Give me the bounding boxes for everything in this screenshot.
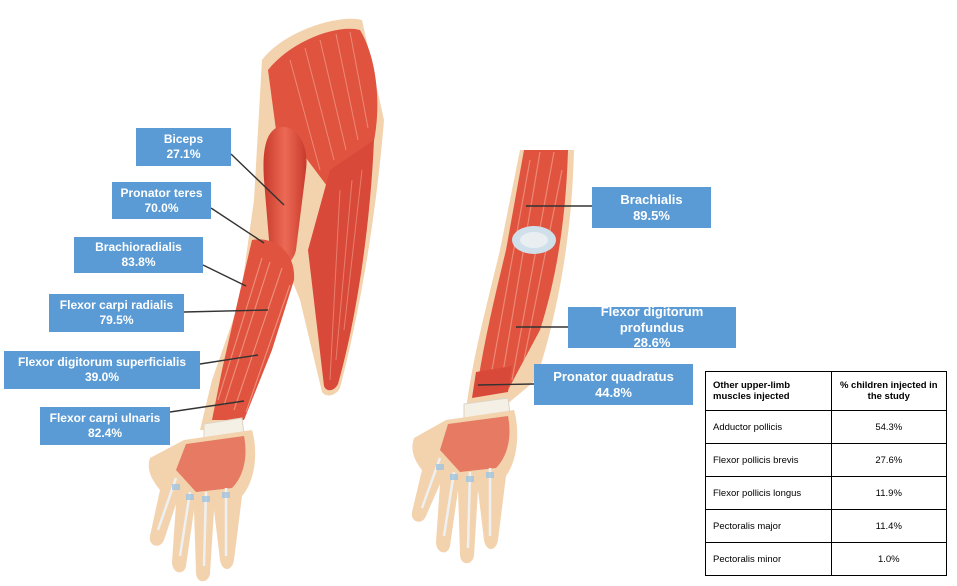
label-brachialis-name: Brachialis [620, 191, 683, 207]
table-cell-muscle: Pectoralis major [705, 509, 832, 543]
leader-line-flexor-carpi-radialis [183, 309, 269, 313]
label-flexor-carpi-radialis-value: 79.5% [99, 313, 134, 327]
table-header-percent: % children injected in the study [830, 371, 948, 411]
table-cell-percent: 11.4% [830, 509, 948, 543]
table-row: Adductor pollicis 54.3% [705, 410, 948, 444]
label-flexor-carpi-ulnaris-value: 82.4% [87, 426, 123, 440]
label-brachioradialis-value: 83.8% [121, 255, 156, 269]
deltoid-fibers [289, 31, 369, 171]
leader-line-flexor-carpi-ulnaris [169, 400, 245, 413]
right-palm-muscles [440, 416, 510, 472]
triceps-muscle [308, 140, 374, 391]
label-flexor-digitorum-profundus: Flexor digitorum profundus 28.6% [568, 303, 736, 351]
leader-line-biceps [230, 153, 285, 206]
label-pronator-quadratus-value: 44.8% [595, 384, 632, 400]
table-row: Pectoralis minor 1.0% [705, 542, 948, 576]
table-header-muscle: Other upper-limb muscles injected [705, 371, 832, 411]
table-cell-muscle: Adductor pollicis [705, 410, 832, 444]
right-finger-tendons [420, 457, 492, 549]
table-header-row: Other upper-limb muscles injected % chil… [705, 371, 948, 411]
left-forearm-muscles [212, 239, 295, 420]
label-pronator-teres-value: 70.0% [144, 200, 179, 215]
right-knuckle-marks [436, 464, 494, 482]
label-brachialis-value: 89.5% [633, 207, 670, 223]
right-arm-muscles [476, 150, 568, 396]
label-pronator-teres: Pronator teres 70.0% [112, 182, 211, 219]
label-flexor-carpi-ulnaris: Flexor carpi ulnaris 82.4% [40, 407, 170, 445]
triceps-fibers [329, 169, 363, 381]
right-arm-illustration [411, 150, 574, 564]
table-row: Flexor pollicis brevis 27.6% [705, 443, 948, 477]
left-knuckle-marks [172, 484, 230, 502]
other-muscles-table: Other upper-limb muscles injected % chil… [705, 371, 948, 576]
label-pronator-teres-name: Pronator teres [120, 185, 203, 200]
label-biceps-value: 27.1% [166, 147, 201, 161]
label-biceps: Biceps 27.1% [136, 128, 231, 166]
label-flexor-digitorum-profundus-name: Flexor digitorum profundus [600, 303, 704, 335]
label-flexor-carpi-ulnaris-name: Flexor carpi ulnaris [49, 411, 161, 426]
table-cell-percent: 11.9% [830, 476, 948, 510]
left-palm-muscles [176, 436, 246, 492]
table-cell-percent: 54.3% [830, 410, 948, 444]
label-flexor-digitorum-superficialis-value: 39.0% [84, 370, 120, 384]
table-row: Pectoralis major 11.4% [705, 509, 948, 543]
right-elbow-bone [520, 232, 548, 248]
table-cell-muscle: Flexor pollicis brevis [705, 443, 832, 477]
left-arm-illustration [148, 18, 384, 582]
leader-line-pronator-quadratus [477, 383, 535, 386]
label-flexor-digitorum-profundus-value: 28.6% [633, 335, 671, 351]
table-cell-muscle: Pectoralis minor [705, 542, 832, 576]
right-arm-fibers [487, 151, 563, 393]
label-flexor-digitorum-superficialis-name: Flexor digitorum superficialis [17, 355, 187, 370]
table-cell-percent: 27.6% [830, 443, 948, 477]
label-brachioradialis-name: Brachioradialis [95, 240, 182, 255]
leader-line-flexor-digitorum-superficialis [199, 354, 259, 365]
leader-line-pronator-teres [210, 207, 265, 244]
label-pronator-quadratus-name: Pronator quadratus [553, 368, 674, 384]
label-pronator-quadratus: Pronator quadratus 44.8% [534, 364, 693, 405]
label-flexor-digitorum-superficialis: Flexor digitorum superficialis 39.0% [4, 351, 200, 389]
leader-lines [169, 153, 592, 413]
label-brachioradialis: Brachioradialis 83.8% [74, 237, 203, 273]
leader-line-brachioradialis [202, 264, 247, 287]
table-cell-muscle: Flexor pollicis longus [705, 476, 832, 510]
biceps-muscle [263, 126, 307, 265]
label-brachialis: Brachialis 89.5% [592, 187, 711, 228]
deltoid-muscle [268, 28, 378, 190]
pronator-quadratus-muscle [472, 366, 512, 398]
left-finger-tendons [156, 477, 228, 567]
label-flexor-carpi-radialis-name: Flexor carpi radialis [59, 298, 174, 313]
label-flexor-carpi-radialis: Flexor carpi radialis 79.5% [49, 294, 184, 332]
label-biceps-name: Biceps [163, 132, 204, 147]
table-row: Flexor pollicis longus 11.9% [705, 476, 948, 510]
forearm-fibers [217, 257, 291, 413]
table-cell-percent: 1.0% [830, 542, 948, 576]
